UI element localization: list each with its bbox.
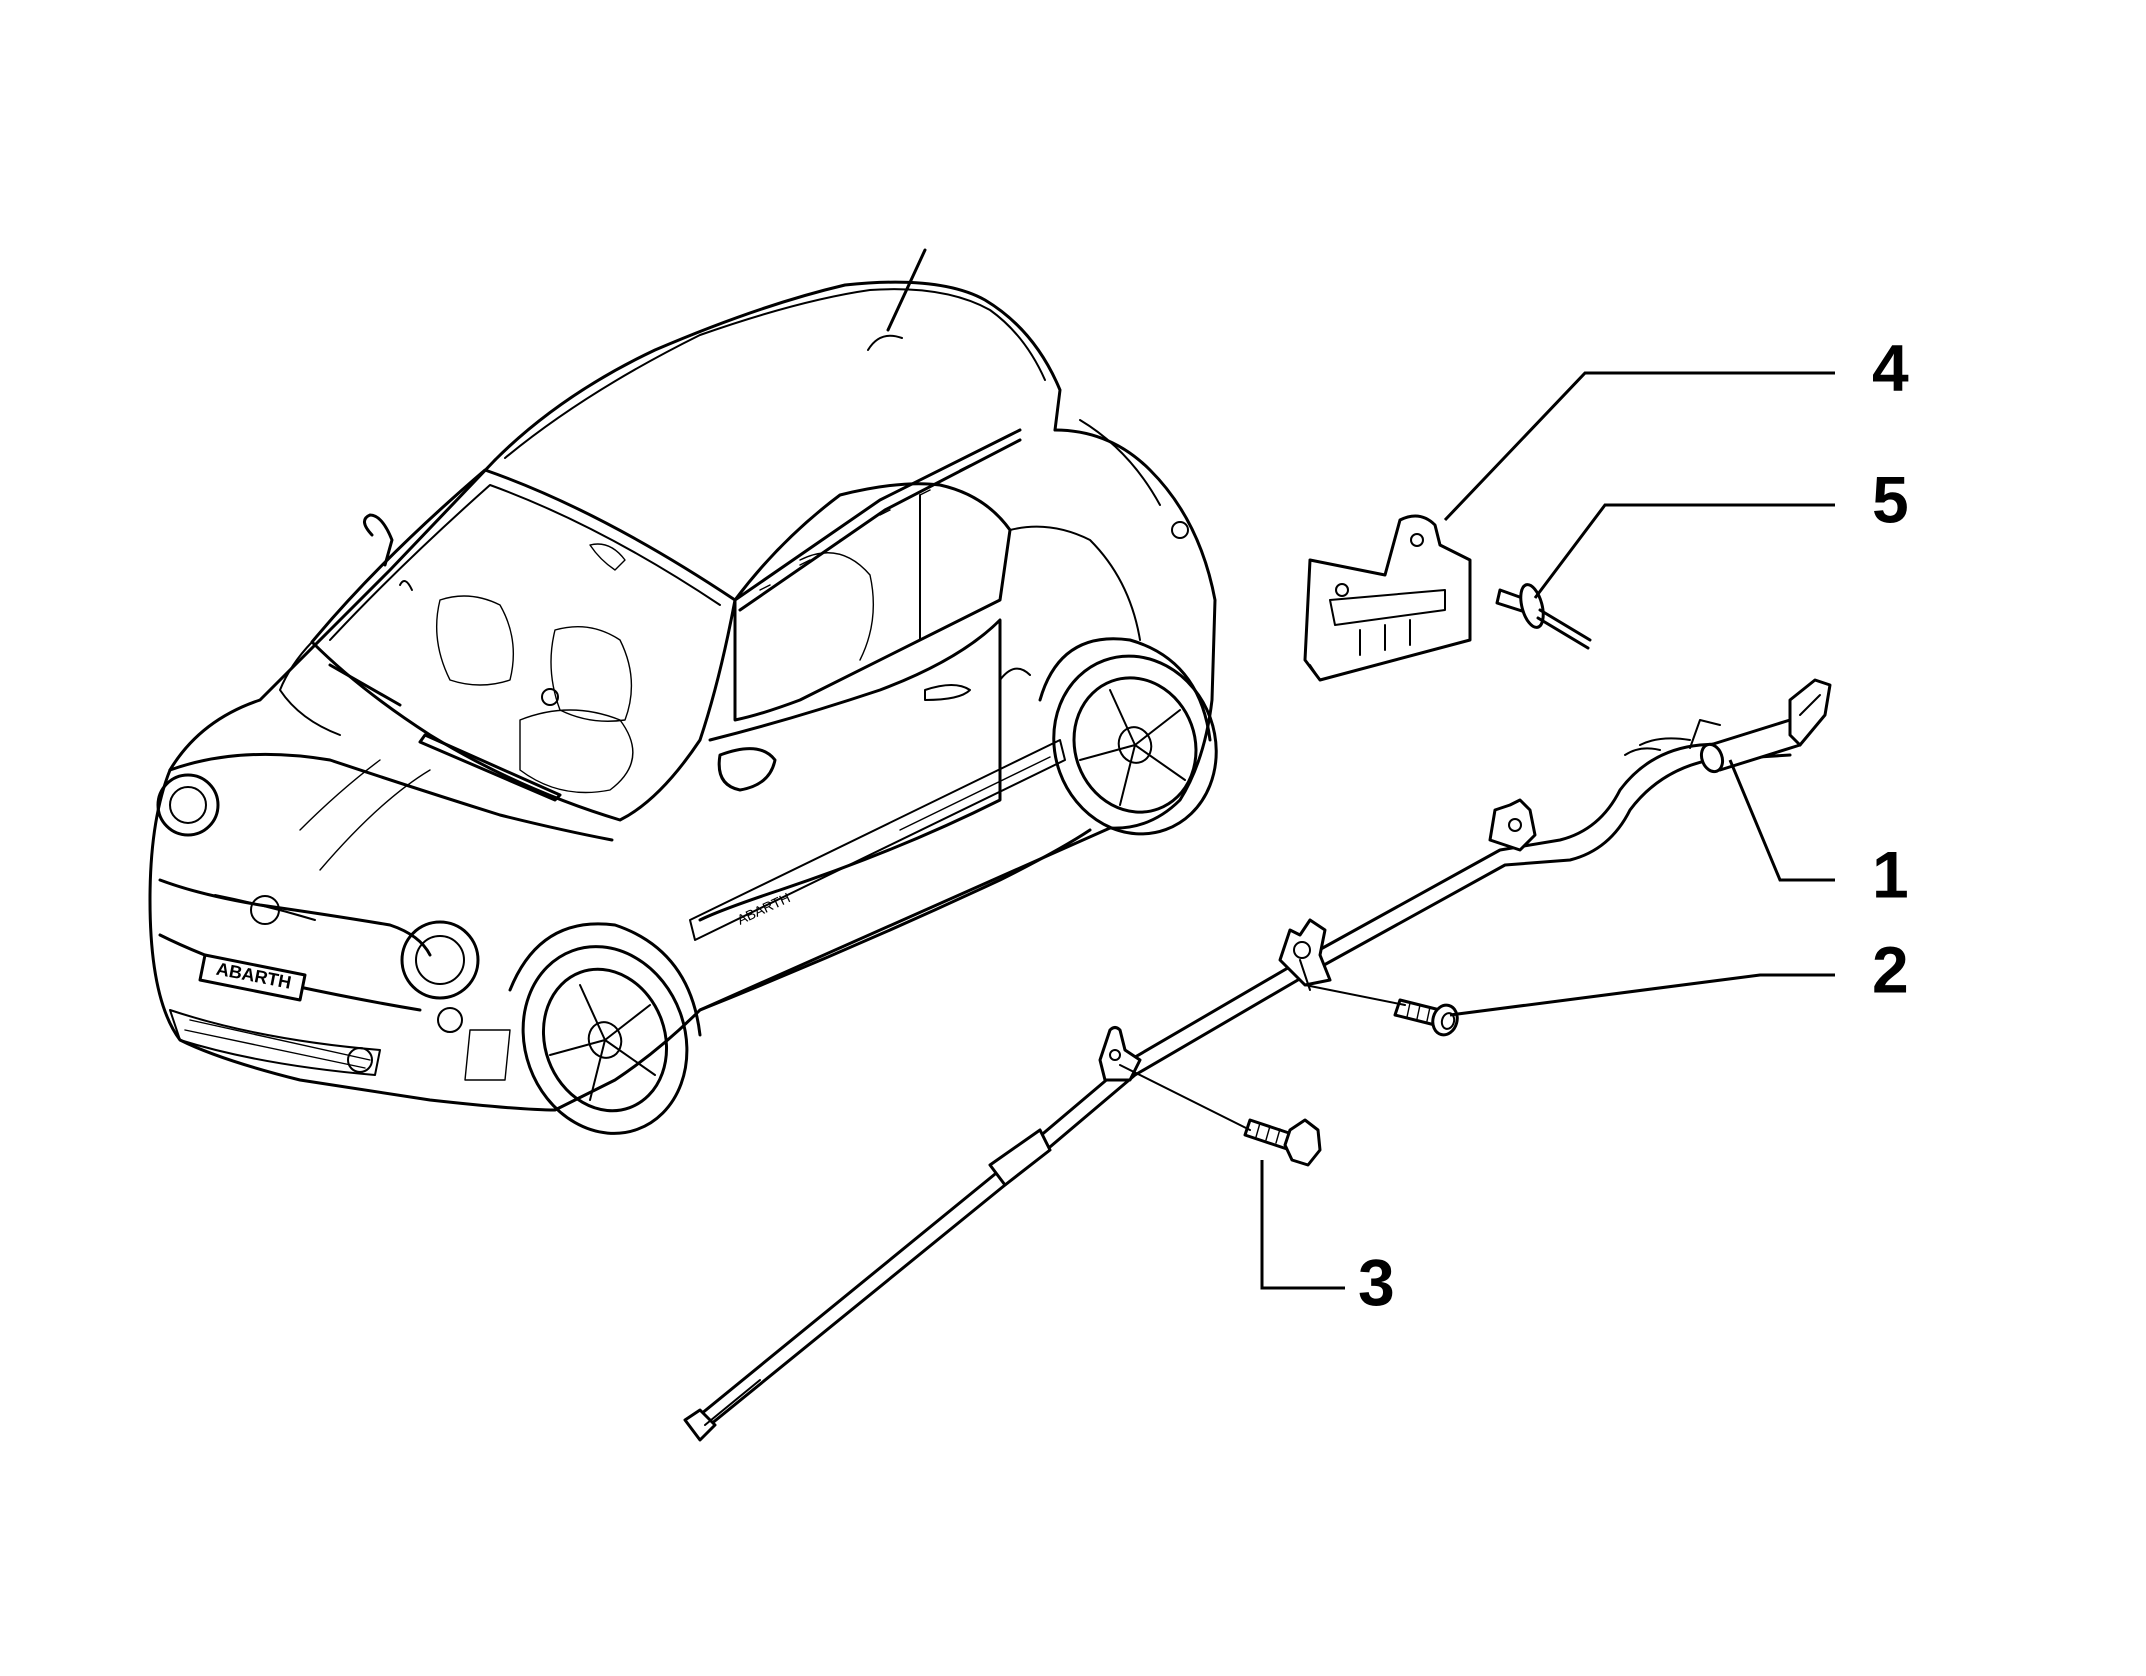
license-plate xyxy=(198,953,307,1002)
part-3-hex-bolt xyxy=(1243,1118,1322,1167)
leader-2 xyxy=(1449,973,1835,1017)
roof-rail xyxy=(733,428,1022,602)
front-wheel-arch xyxy=(508,922,702,1037)
callout-1: 1 xyxy=(1872,837,1909,911)
part-1-curtain-airbag xyxy=(683,678,1832,1442)
rear-wheel xyxy=(1052,654,1218,836)
roof xyxy=(493,280,1062,462)
side-stripe xyxy=(689,739,1066,941)
lower-grille xyxy=(169,1009,381,1076)
car-illustration: ABARTH ABARTH xyxy=(148,248,1218,1135)
rear-wheel-arch xyxy=(1038,637,1212,742)
side-mirror-left xyxy=(363,513,394,567)
callout-4: 4 xyxy=(1872,330,1909,404)
headlight-right xyxy=(400,920,480,1000)
part-5-rivet xyxy=(1495,583,1592,650)
body-front-upper xyxy=(168,458,497,772)
body-rear xyxy=(1053,428,1217,830)
leader-5 xyxy=(1533,503,1835,599)
part-2-bolt xyxy=(1393,998,1459,1037)
door-mirror xyxy=(717,747,777,792)
callout-labels: 4 5 1 2 3 xyxy=(1358,330,1909,1319)
door-handle xyxy=(924,684,971,701)
side-window xyxy=(733,482,1012,722)
body-side-lower xyxy=(148,768,1112,1112)
wiper xyxy=(418,733,562,802)
windshield xyxy=(310,468,737,822)
leader-4 xyxy=(1443,371,1835,522)
fog-light xyxy=(347,1047,373,1073)
door xyxy=(698,618,1002,922)
leader-3 xyxy=(1260,1160,1345,1290)
front-wheel xyxy=(521,945,689,1135)
part-4-bracket xyxy=(1303,514,1472,682)
hood-edge xyxy=(168,752,614,842)
leader-lines xyxy=(1119,371,1835,1290)
headlight-left xyxy=(156,773,220,837)
emblem xyxy=(250,895,280,925)
side-sill xyxy=(698,828,1092,1012)
leader-1 xyxy=(1728,759,1835,882)
callout-2: 2 xyxy=(1872,932,1909,1006)
callout-3: 3 xyxy=(1358,1245,1395,1319)
callout-5: 5 xyxy=(1872,462,1909,536)
